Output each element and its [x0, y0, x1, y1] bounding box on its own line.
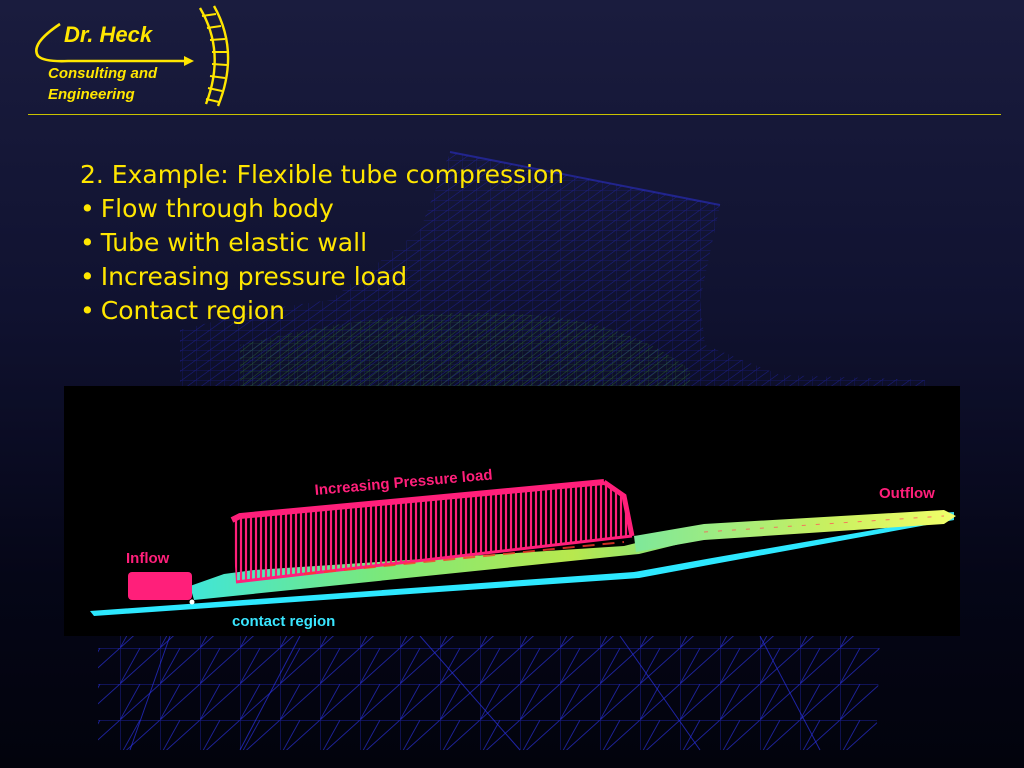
bullet-text: Flow through body	[100, 194, 334, 223]
bullet-item: •Increasing pressure load	[80, 260, 780, 294]
logo-subtitle-line-1: Consulting and	[48, 65, 158, 82]
inflow-label: Inflow	[126, 550, 170, 567]
logo-name: Dr. Heck	[64, 22, 153, 47]
outflow-label: Outflow	[879, 485, 935, 502]
simulation-figure: Inflow Outflow Increasing Pressure load …	[64, 386, 960, 636]
bullet-text: Contact region	[100, 296, 286, 325]
bullet-glyph: •	[80, 296, 95, 325]
slide-content: 2. Example: Flexible tube compression •F…	[80, 158, 780, 328]
bullet-text: Increasing pressure load	[100, 262, 408, 291]
bullet-text: Tube with elastic wall	[100, 228, 368, 257]
bullet-item: •Flow through body	[80, 192, 780, 226]
company-logo: Dr. Heck Consulting and Engineering	[28, 4, 238, 109]
bullet-item: •Tube with elastic wall	[80, 226, 780, 260]
tube-simulation-graphic	[90, 479, 956, 616]
bullet-glyph: •	[80, 228, 95, 257]
contact-region-label: contact region	[232, 613, 336, 630]
bullet-glyph: •	[80, 262, 95, 291]
slide-heading: 2. Example: Flexible tube compression	[80, 160, 565, 189]
bullet-glyph: •	[80, 194, 95, 223]
logo-subtitle-line-2: Engineering	[48, 86, 135, 103]
bullet-item: •Contact region	[80, 294, 780, 328]
logo-swoosh-graphic	[35, 5, 230, 107]
header-divider	[28, 114, 1001, 115]
